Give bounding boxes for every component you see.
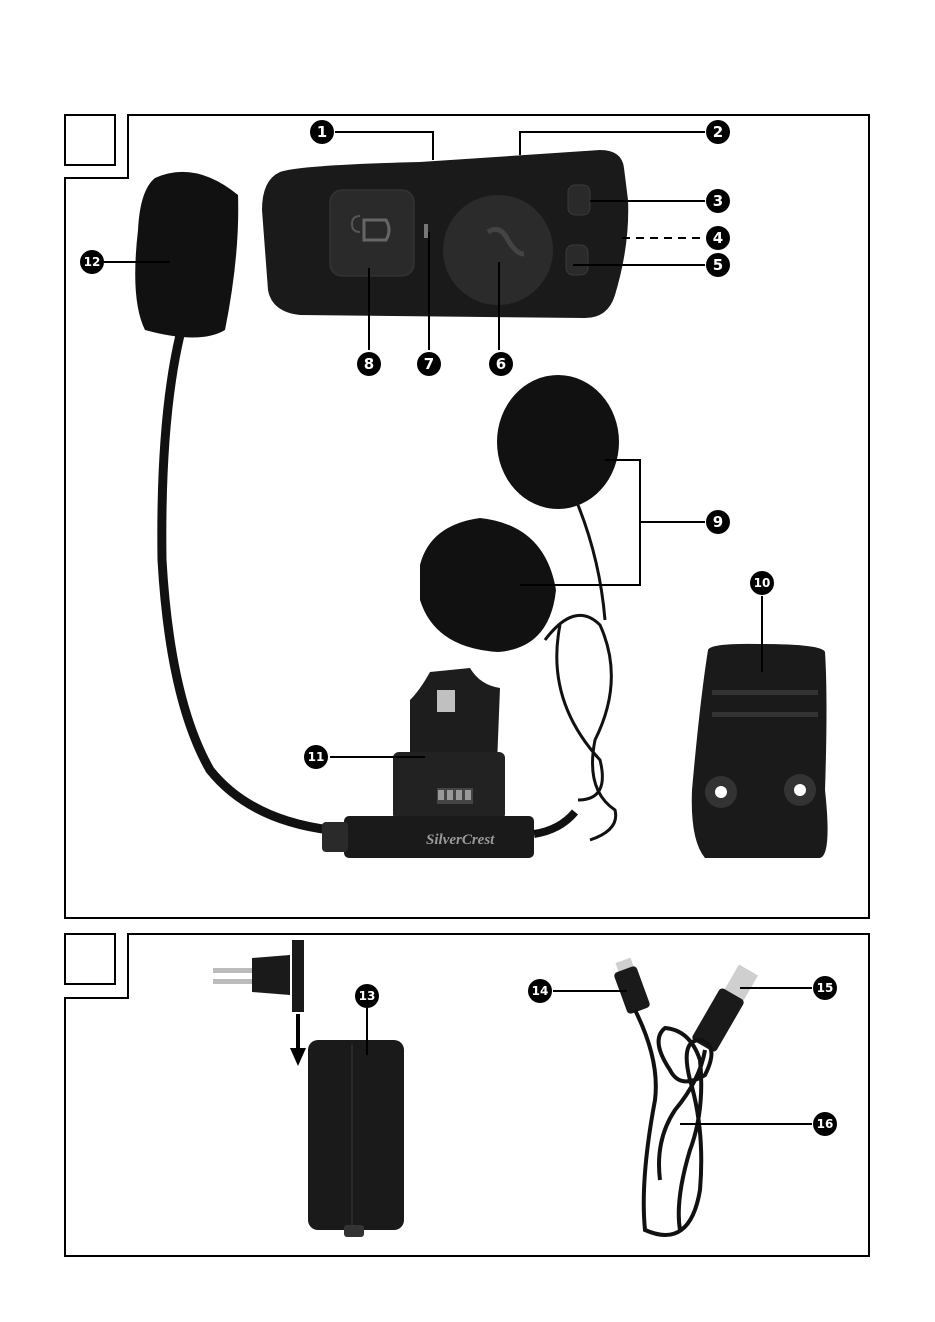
callout-1: 1 [310,120,334,144]
callout-8: 8 [357,352,381,376]
figure-number-box-2 [64,933,116,985]
svg-text:16: 16 [817,1117,834,1131]
svg-text:15: 15 [817,981,834,995]
callout-10: 10 [750,571,774,595]
callout-15: 15 [813,976,837,1000]
speaker-upper [497,375,619,621]
callout-7: 7 [417,352,441,376]
button-upper [567,184,591,216]
svg-text:1: 1 [317,123,327,141]
power-adapter [213,940,404,1237]
headset-main-unit [262,150,629,318]
callout-9: 9 [706,510,730,534]
svg-text:13: 13 [359,989,376,1003]
button-lower [565,244,589,276]
svg-text:7: 7 [424,355,434,373]
figure-panel-1 [64,114,870,919]
leader-lines [104,131,812,1125]
callout-4: 4 [706,226,730,250]
base-clip: SilverCrest [322,668,579,858]
phone-handset-icon [486,226,525,257]
callout-5: 5 [706,253,730,277]
svg-text:2: 2 [713,123,723,141]
bluetooth-voice-icon [350,215,391,242]
callout-13: 13 [355,984,379,1008]
callout-14: 14 [528,979,552,1003]
svg-text:11: 11 [308,750,325,764]
figure-panel-2 [64,933,870,1257]
callout-3: 3 [706,189,730,213]
callout-16: 16 [813,1112,837,1136]
usb-cable [614,957,759,1237]
callout-12: 12 [80,250,104,274]
figure-number-box [64,114,116,166]
svg-text:8: 8 [364,355,374,373]
svg-text:5: 5 [713,256,723,274]
down-arrow-icon [290,1048,306,1066]
speaker-lower [420,518,618,842]
mounting-plate [691,643,828,858]
boom-microphone [135,171,335,835]
callout-2: 2 [706,120,730,144]
svg-text:14: 14 [532,984,549,998]
callout-11: 11 [304,745,328,769]
svg-text:10: 10 [754,576,771,590]
svg-text:6: 6 [496,355,506,373]
svg-text:12: 12 [84,255,101,269]
brand-logo: SilverCrest [426,832,495,848]
svg-text:4: 4 [713,229,723,247]
callout-6: 6 [489,352,513,376]
led-indicator [424,224,428,238]
svg-text:3: 3 [713,192,723,210]
svg-text:9: 9 [713,513,723,531]
